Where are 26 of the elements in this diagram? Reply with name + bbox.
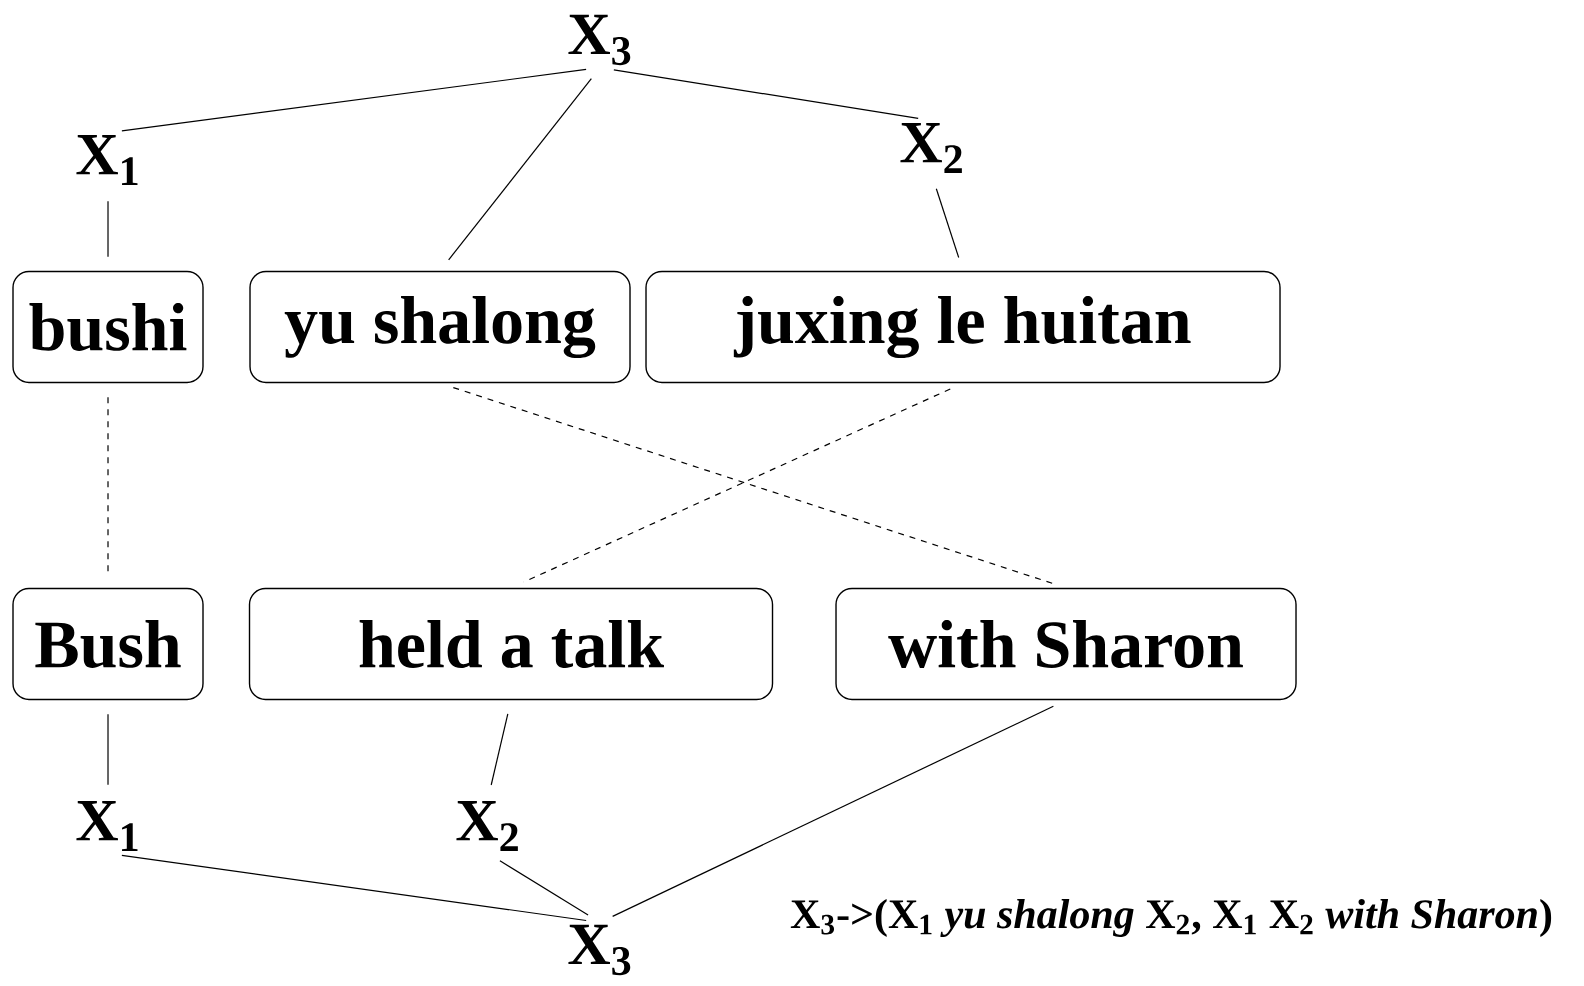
connector-line xyxy=(107,396,109,575)
connector-line xyxy=(612,705,1054,917)
connector-line xyxy=(499,860,589,916)
word-box: yu shalong xyxy=(249,270,631,384)
connector-line xyxy=(107,200,109,258)
symbol-label: X$_{1}$ xyxy=(76,135,138,185)
rule-text: X$_{3}$->(X$_{1}$ yu shalong X$_{2}$, X$_{1}$ X$_{2}$ with Sharon) xyxy=(790,898,1552,938)
connector-line xyxy=(448,78,592,261)
connector-line xyxy=(452,386,1054,585)
word-box: bushi xyxy=(12,270,204,384)
connector-line xyxy=(935,188,960,259)
connector-line xyxy=(613,69,919,119)
word-box: juxing le huitan xyxy=(645,270,1281,384)
word-box: with Sharon xyxy=(835,587,1297,701)
symbol-label: X$_{2}$ xyxy=(900,123,962,173)
word-box: held a talk xyxy=(248,587,774,701)
connector-line xyxy=(523,388,951,583)
symbol-label: X$_{1}$ xyxy=(76,801,138,851)
word-box: Bush xyxy=(12,587,204,701)
symbol-label: X$_{2}$ xyxy=(456,801,518,851)
connector-line xyxy=(490,713,509,786)
symbol-label: X$_{3}$ xyxy=(568,924,631,976)
connector-line xyxy=(107,713,109,786)
symbol-label: X$_{3}$ xyxy=(568,14,631,66)
connector-line xyxy=(121,68,587,132)
connector-line xyxy=(121,854,587,922)
